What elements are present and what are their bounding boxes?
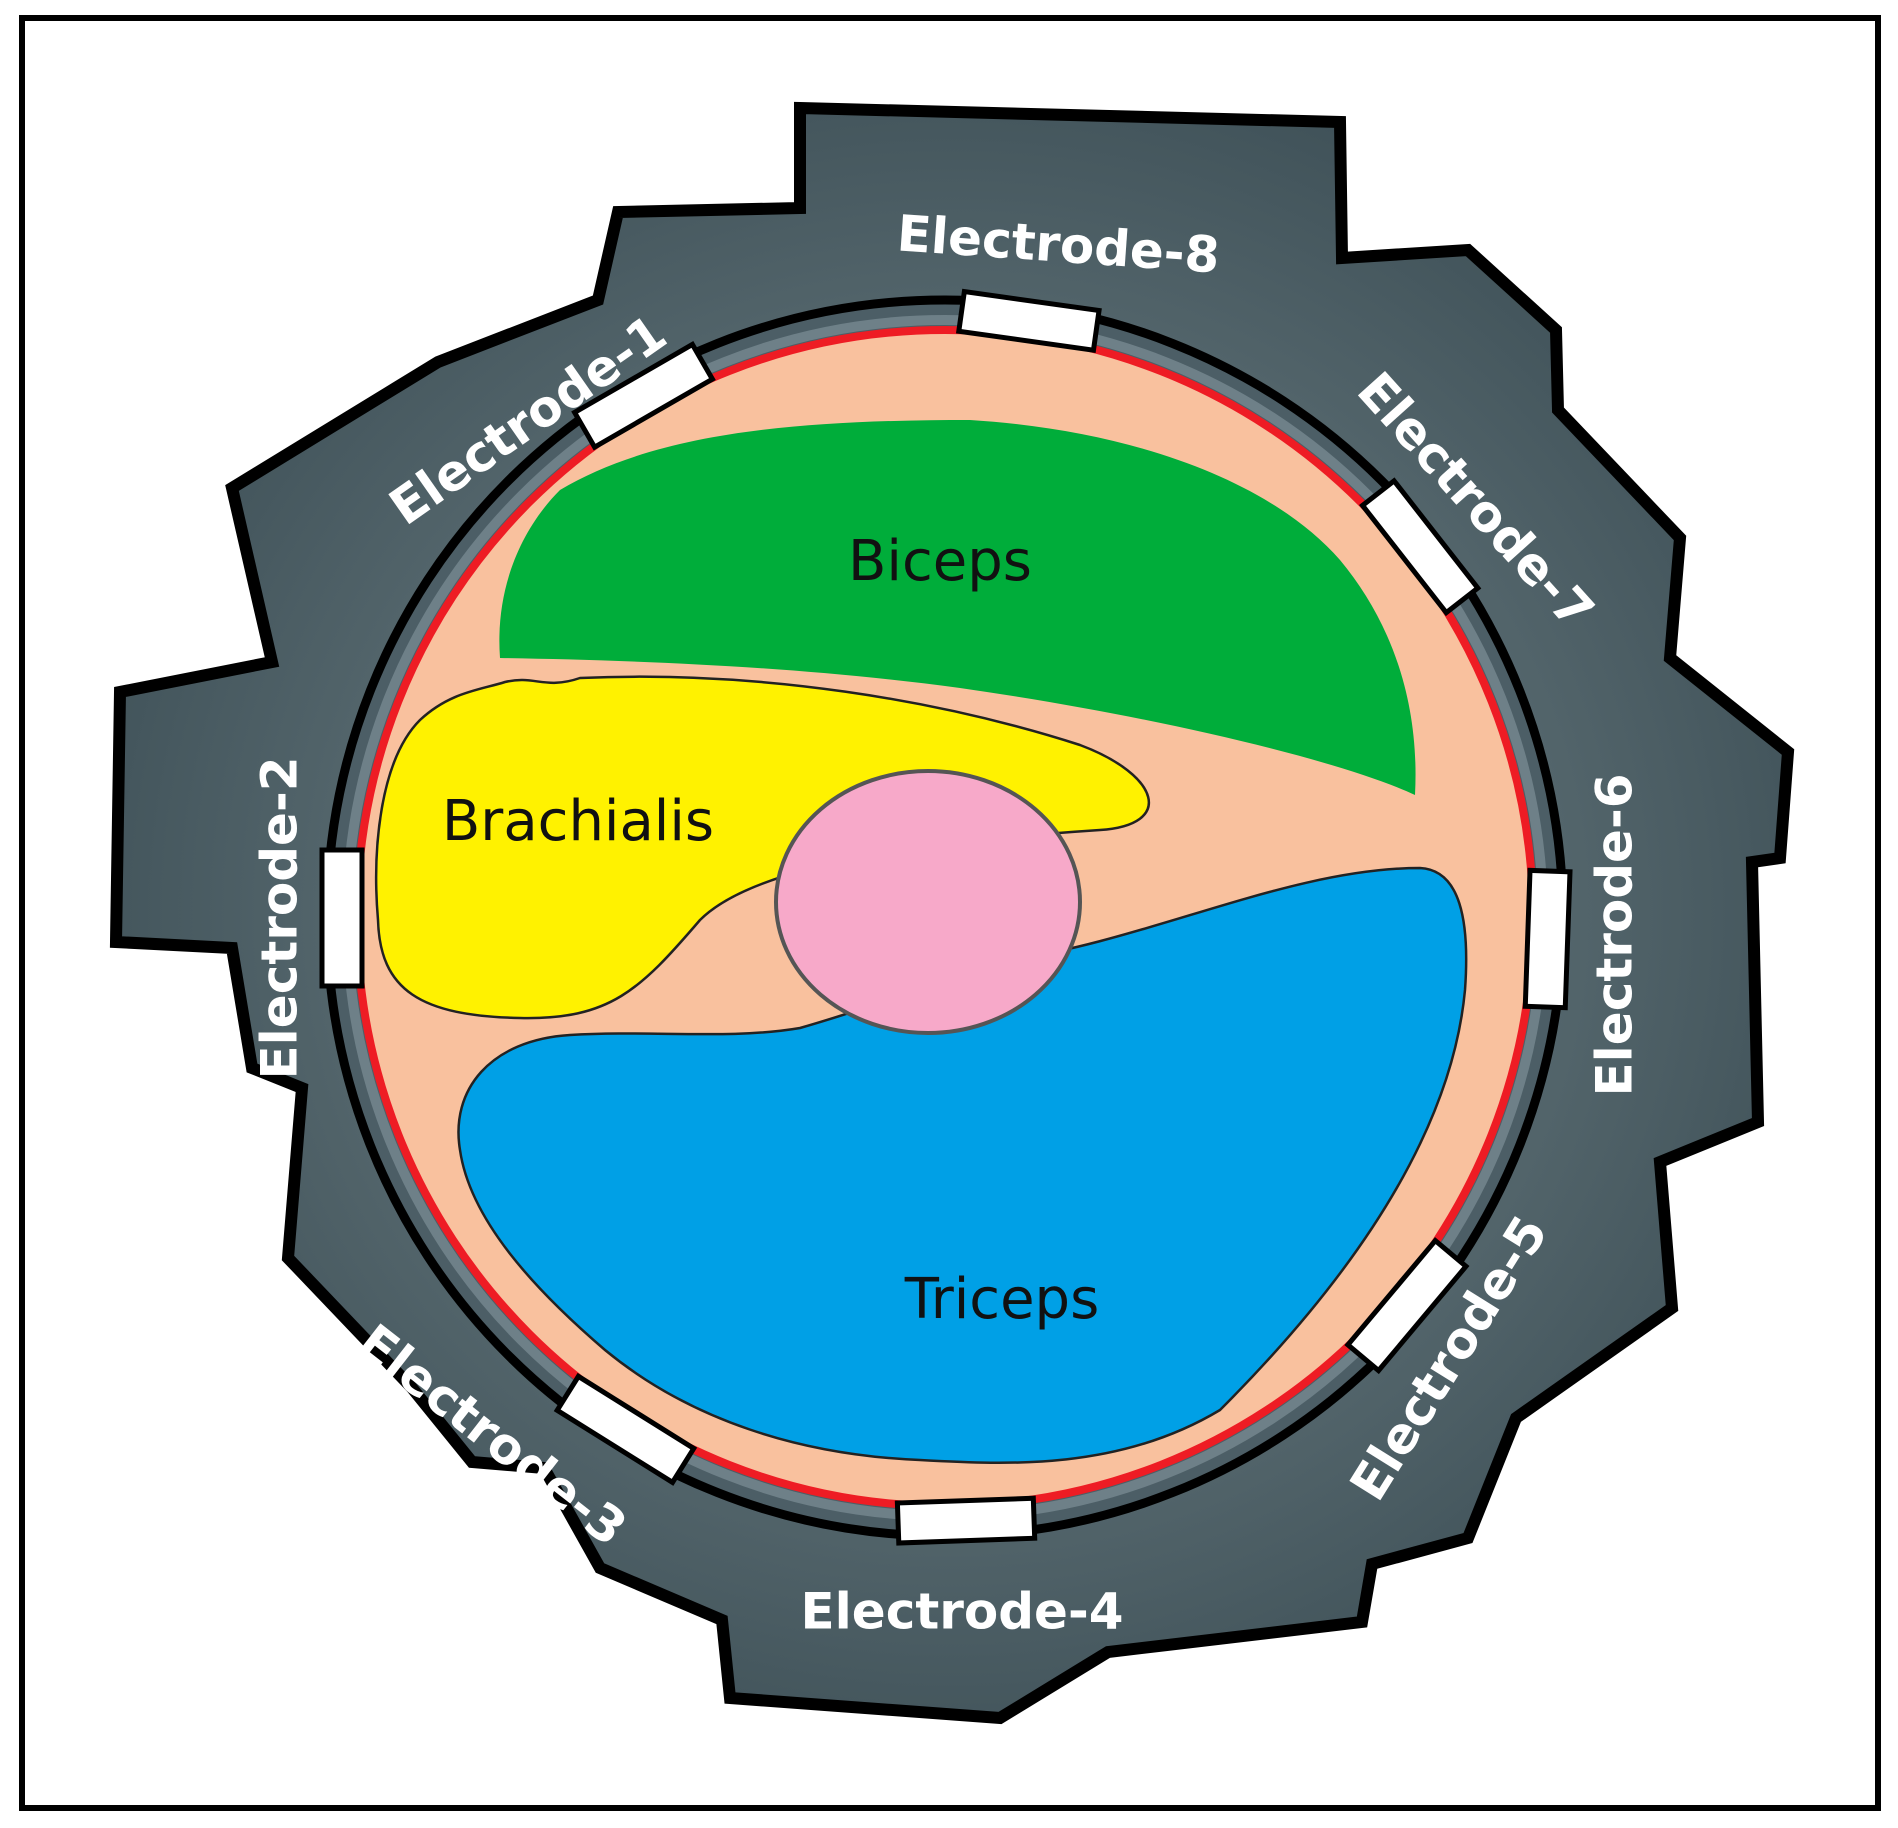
electrode-pads <box>319 288 1573 1546</box>
electrode-pad-1 <box>571 341 716 451</box>
electrode-pad-5 <box>1344 1237 1470 1375</box>
muscle-label-biceps: Biceps <box>848 529 1032 594</box>
electrode-label-2: Electrode-2 <box>251 757 309 1080</box>
electrode-pad-7 <box>1359 477 1482 617</box>
muscle-label-brachialis: Brachialis <box>442 789 714 854</box>
triceps-region <box>457 866 1468 1465</box>
electrode-pad-2 <box>319 847 365 989</box>
humerus-bone <box>774 769 1082 1035</box>
electrode-pad-8 <box>955 288 1102 353</box>
muscle-label-triceps: Triceps <box>904 1267 1100 1332</box>
electrode-pad-3 <box>553 1372 698 1486</box>
electrode-pad-4 <box>894 1495 1038 1546</box>
electrode-label-6: Electrode-6 <box>1586 774 1644 1097</box>
biceps-region <box>499 420 1416 795</box>
electrode-label-4: Electrode-4 <box>801 1583 1124 1641</box>
electrode-pad-6 <box>1522 867 1573 1011</box>
